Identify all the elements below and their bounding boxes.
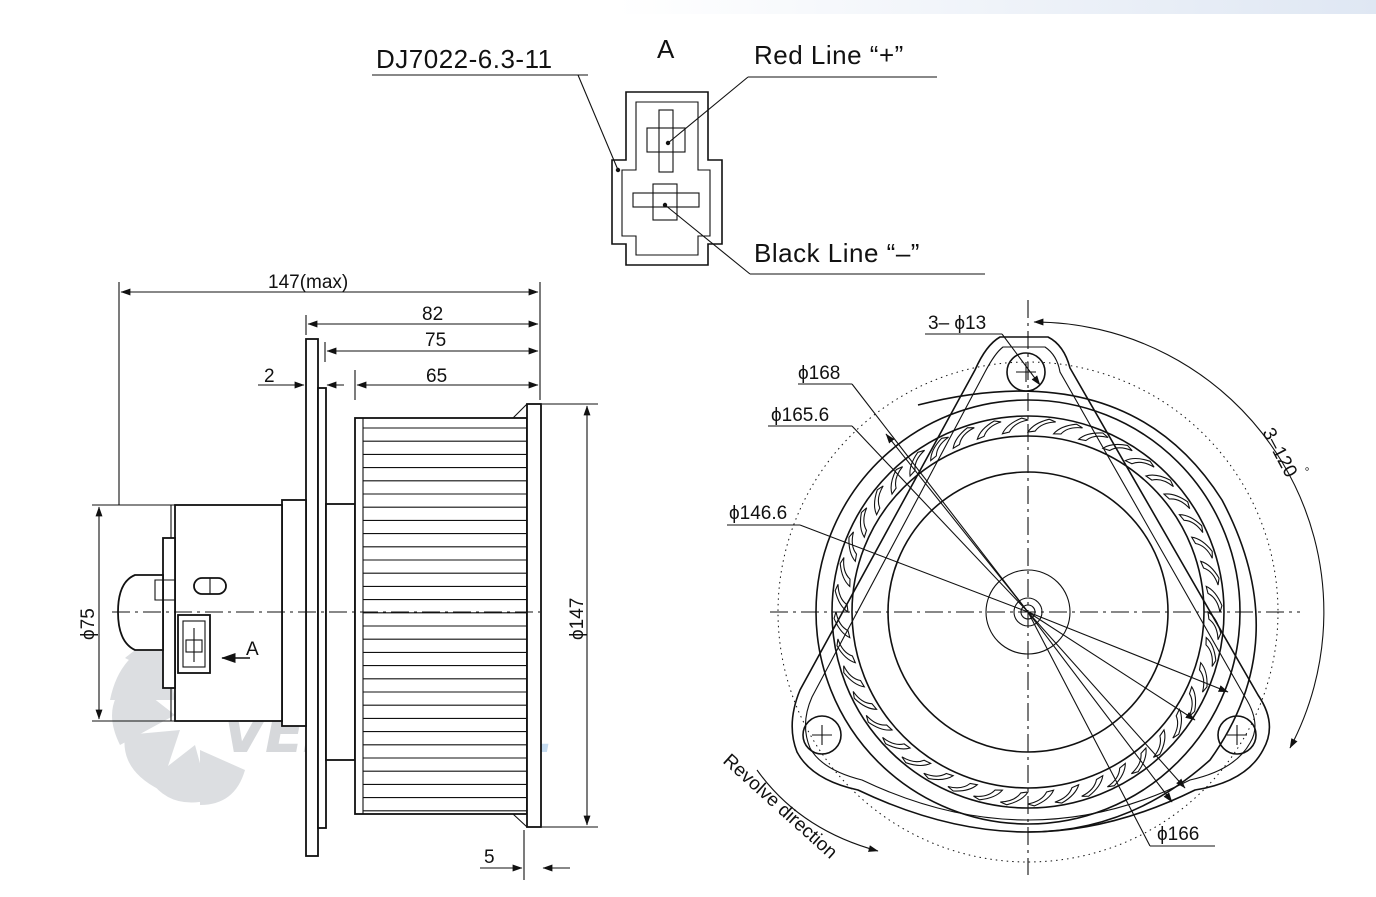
blade-front (843, 665, 866, 688)
red-line-label: Red Line “+” (754, 40, 904, 70)
dim-5: 5 (484, 847, 495, 868)
dim-65: 65 (426, 366, 447, 387)
blade-front (859, 507, 868, 539)
connector-housing-inner (621, 101, 711, 256)
view-a-arrow-label: A (246, 639, 259, 660)
blade-front (833, 611, 851, 639)
blade-front (1131, 746, 1147, 775)
blade-front (1052, 423, 1083, 435)
blade-front (1054, 783, 1080, 804)
dim-165-6: ϕ165.6 (771, 405, 829, 426)
dim-angle-unit: ° (1297, 465, 1312, 476)
blade-front (848, 531, 858, 563)
blade-front (852, 691, 878, 710)
dim-166: ϕ166 (1157, 824, 1199, 845)
dim-angle: 3–120 (1258, 424, 1301, 481)
dim-82: 82 (422, 304, 443, 325)
blade-front (1026, 418, 1056, 433)
blade-front (1081, 774, 1104, 797)
header-gradient-band (616, 0, 1376, 14)
blade-front (1172, 708, 1183, 739)
dim-motor-diameter: ϕ75 (78, 608, 99, 640)
dim-2: 2 (264, 366, 275, 387)
dim-75: 75 (425, 330, 446, 351)
blade-front (1000, 791, 1030, 806)
dim-wheel-diameter: ϕ147 (567, 598, 588, 640)
blade-front (973, 789, 1004, 801)
blade-front (1205, 636, 1217, 667)
side-view: 147(max) 82 75 65 2 5 ϕ75 ϕ147 (78, 272, 598, 880)
blade-front (1124, 457, 1155, 468)
revolve-direction: Revolve direction (719, 750, 841, 863)
mounting-plate (791, 336, 1271, 833)
blade-front (1077, 432, 1109, 442)
blade-front (1001, 417, 1029, 435)
blower-wheel-side (354, 403, 542, 828)
blade-front (836, 638, 857, 664)
dim-168: ϕ168 (798, 363, 840, 384)
blade-front (865, 715, 894, 731)
blade-front (923, 772, 955, 781)
blade-front (1199, 560, 1220, 586)
dim-overall-length: 147(max) (268, 272, 348, 293)
blade-front (873, 485, 884, 516)
front-view: ϕ168 ϕ165.6 ϕ146.6 ϕ166 3– ϕ13 3–120 ° R… (719, 300, 1325, 875)
blade-front (901, 756, 932, 767)
connector-view-a: DJ7022-6.3-11 A Red Line “+” Black Line … (372, 34, 985, 275)
blade-front (882, 736, 912, 750)
blade-front (976, 420, 1002, 441)
blade-front (1027, 789, 1055, 807)
blade-front (1198, 661, 1208, 693)
blade-front (839, 557, 851, 588)
connector-part-number: DJ7022-6.3-11 (376, 44, 553, 74)
blade-front (1188, 685, 1197, 717)
blade-front (890, 466, 904, 496)
blade-front (1107, 762, 1126, 788)
black-line-label: Black Line “–” (754, 238, 920, 268)
dim-holes: 3– ϕ13 (928, 313, 986, 334)
blade-front (952, 427, 975, 450)
blade-front (930, 436, 949, 462)
dim-146-6: ϕ146.6 (729, 503, 787, 524)
connector-view-label: A (657, 34, 675, 64)
blade-front (947, 782, 979, 792)
blade-front (834, 584, 849, 614)
connector-housing-outer (611, 91, 723, 266)
